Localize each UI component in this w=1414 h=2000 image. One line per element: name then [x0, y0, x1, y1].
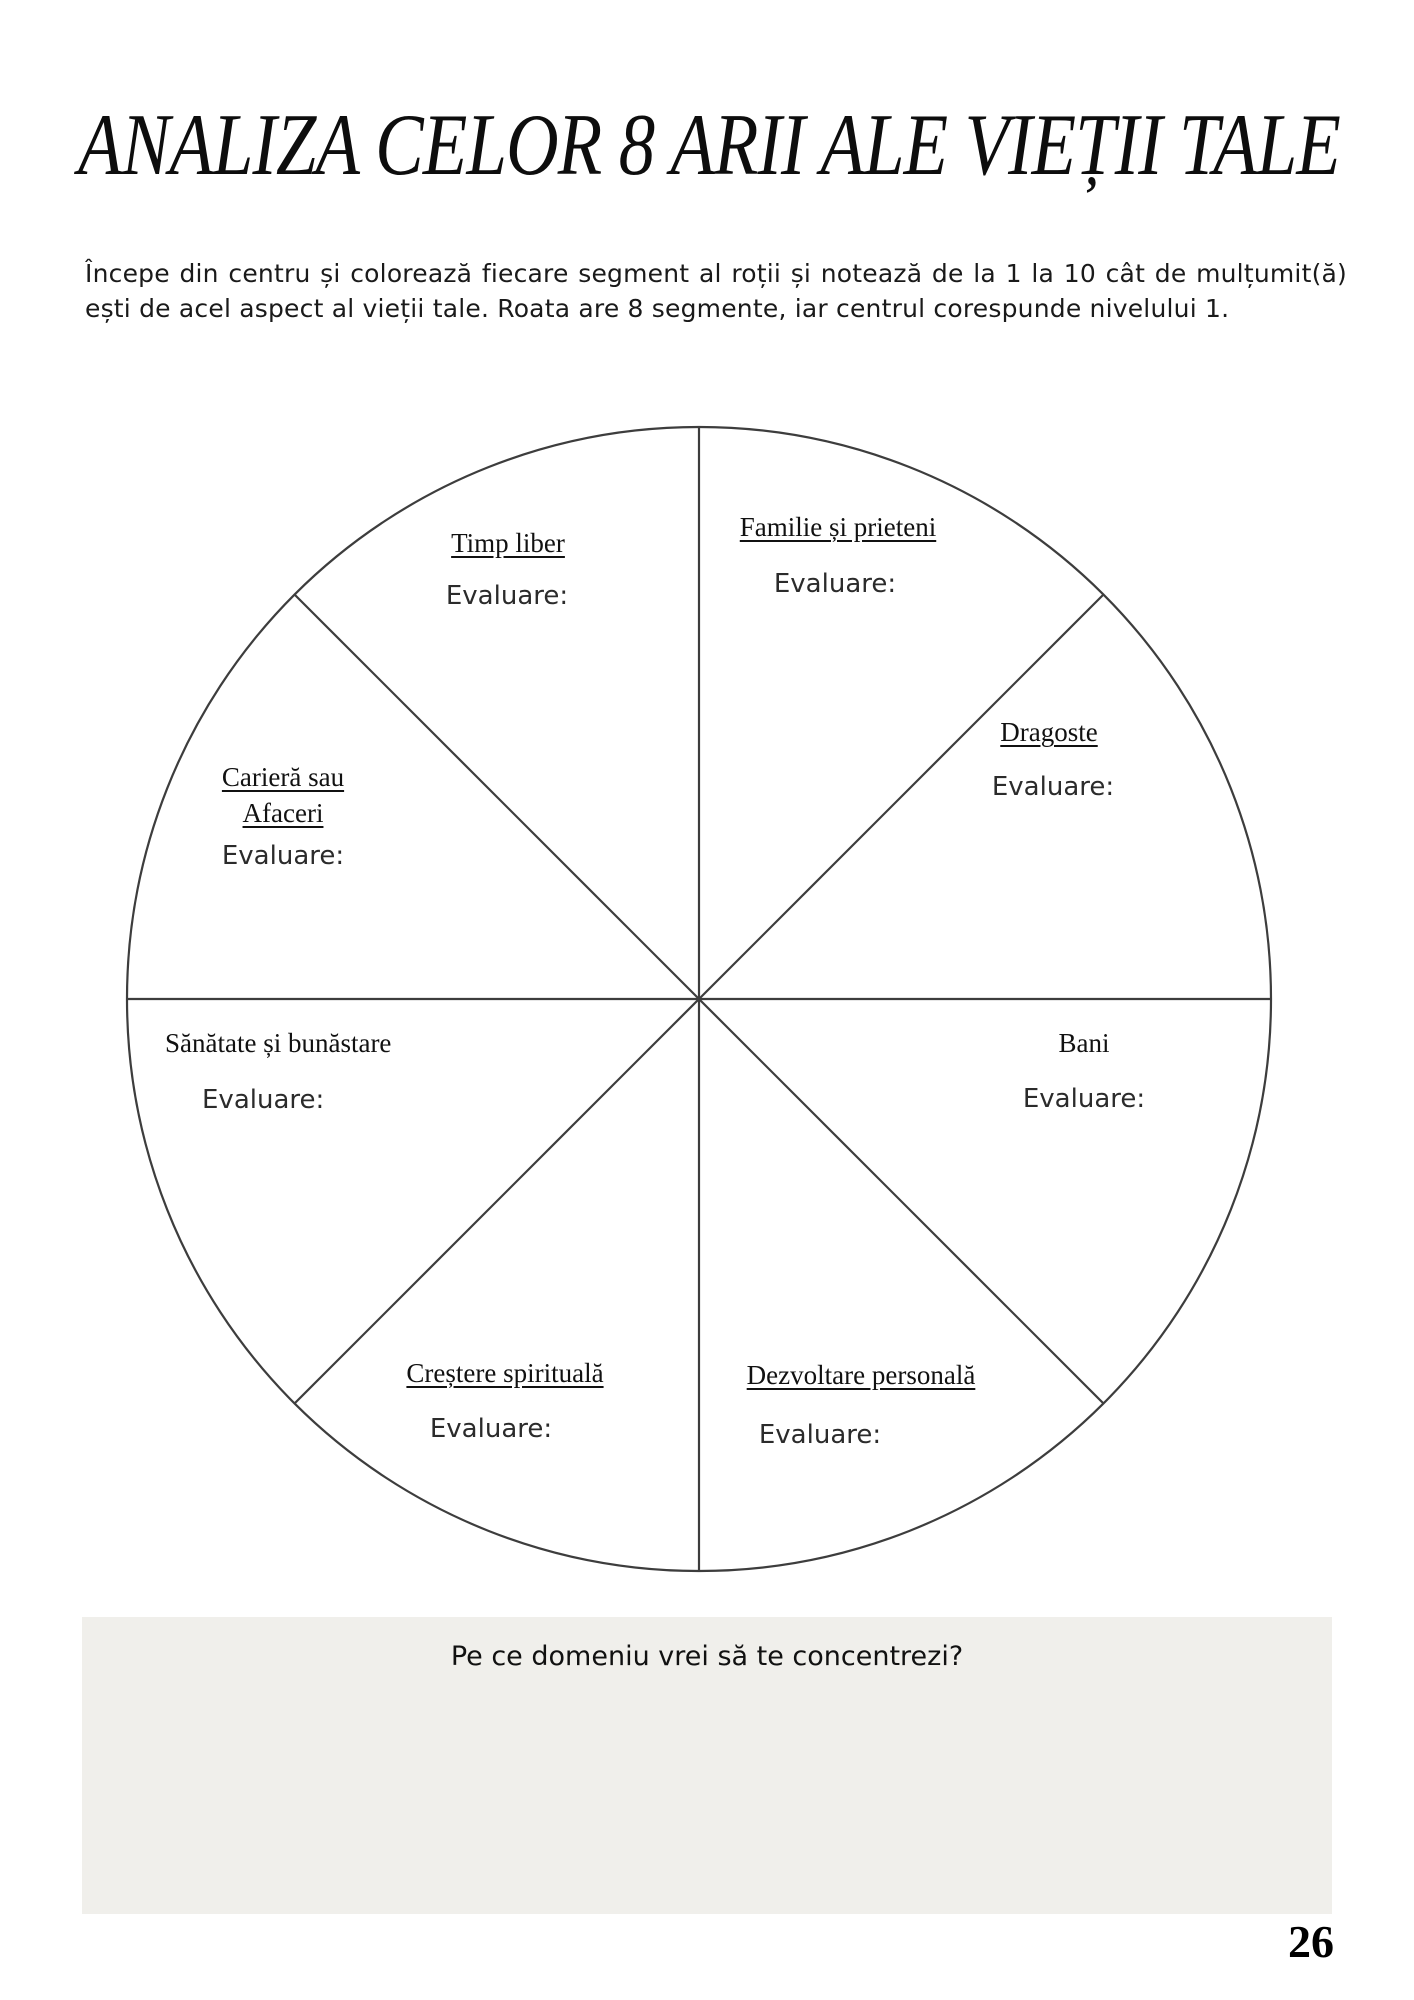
- page-number: 26: [1288, 1916, 1334, 1967]
- focus-area-box[interactable]: Pe ce domeniu vrei să te concentrezi?: [82, 1617, 1332, 1914]
- segment-label-sanatate: Sănătate și bunăstare: [165, 1028, 392, 1058]
- rating-label-familie: Evaluare:: [773, 569, 897, 599]
- intro-instructions: Începe din centru și colorează fiecare s…: [85, 259, 1347, 323]
- wheel-divider-diagonal-2: [293, 593, 1105, 1405]
- rating-label-bani: Evaluare:: [1022, 1084, 1146, 1114]
- segment-label-timp-liber: Timp liber: [451, 528, 565, 558]
- segment-label-crestere: Creștere spirituală: [406, 1358, 604, 1388]
- segment-label-dragoste: Dragoste: [1000, 717, 1098, 747]
- rating-label-cariera: Evaluare:: [221, 841, 345, 871]
- segment-label-bani: Bani: [1058, 1028, 1110, 1058]
- segment-label-cariera-line1: Carieră sau: [221, 762, 345, 792]
- rating-label-dezvoltare: Evaluare:: [758, 1420, 882, 1450]
- page-title-text: ANALIZA CELOR 8 ARII ALE VIEȚII TALE: [78, 97, 1341, 194]
- rating-label-timp-liber: Evaluare:: [445, 581, 569, 611]
- rating-label-crestere: Evaluare:: [429, 1414, 553, 1444]
- segment-label-dezvoltare: Dezvoltare personală: [746, 1360, 976, 1390]
- rating-label-dragoste: Evaluare:: [991, 772, 1115, 802]
- page-title: ANALIZA CELOR 8 ARII ALE VIEȚII TALE: [78, 97, 1341, 194]
- focus-question: Pe ce domeniu vrei să te concentrezi?: [450, 1641, 964, 1672]
- segment-label-cariera-line2: Afaceri: [242, 798, 324, 828]
- rating-label-sanatate: Evaluare:: [202, 1085, 325, 1115]
- segment-label-familie: Familie și prieteni: [739, 512, 937, 542]
